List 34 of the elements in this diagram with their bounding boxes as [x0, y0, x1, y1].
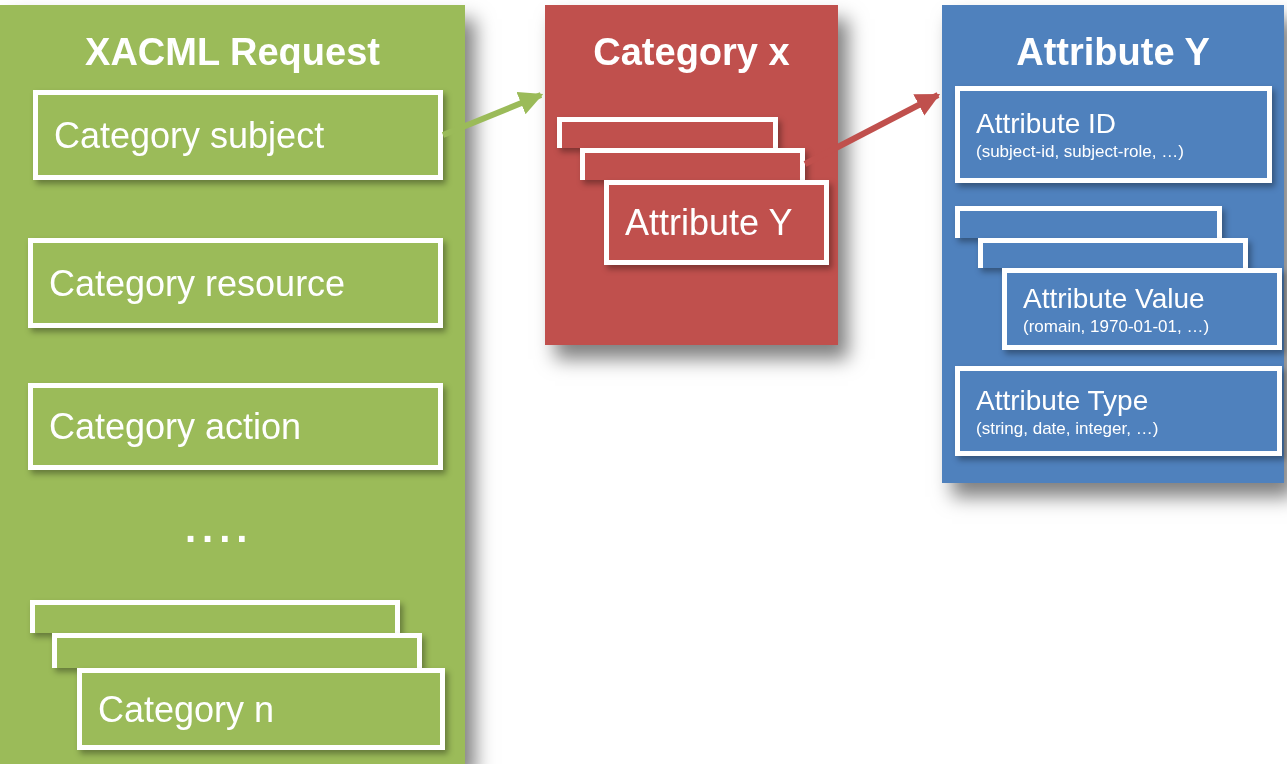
container-panel [545, 5, 838, 345]
box-title: Category subject [54, 113, 326, 158]
element-box [604, 180, 829, 265]
stacked-box [52, 633, 422, 668]
panel-title: Category x [592, 30, 791, 75]
stacked-box [30, 600, 400, 633]
box-title: Category resource [49, 261, 347, 306]
box-subtitle: (subject-id, subject-role, …) [976, 141, 1185, 163]
arrow [803, 92, 941, 167]
box-title: Category n [98, 687, 276, 732]
element-box [955, 86, 1272, 183]
panel-title: Attribute Y [1015, 30, 1211, 75]
stacked-box [978, 238, 1248, 268]
ellipsis-text: .... [185, 508, 254, 548]
box-subtitle: (string, date, integer, …) [976, 417, 1160, 440]
box-subtitle: (romain, 1970-01-01, …) [1023, 315, 1211, 338]
stacked-box [955, 206, 1222, 238]
stacked-box [580, 148, 805, 180]
element-box [77, 668, 445, 750]
panel-title: XACML Request [84, 30, 381, 75]
element-box [33, 90, 443, 180]
box-title: Category action [49, 405, 303, 449]
box-title: Attribute Value [1023, 281, 1206, 316]
element-box [955, 366, 1282, 456]
element-box [1002, 268, 1282, 350]
box-title: Attribute Y [625, 201, 794, 245]
element-box [28, 383, 443, 470]
box-title: Attribute ID [976, 107, 1118, 142]
element-box [28, 238, 443, 328]
arrow [441, 92, 544, 138]
stacked-box [557, 117, 778, 148]
box-title: Attribute Type [976, 383, 1150, 418]
container-panel [942, 5, 1284, 483]
container-panel [0, 5, 465, 764]
